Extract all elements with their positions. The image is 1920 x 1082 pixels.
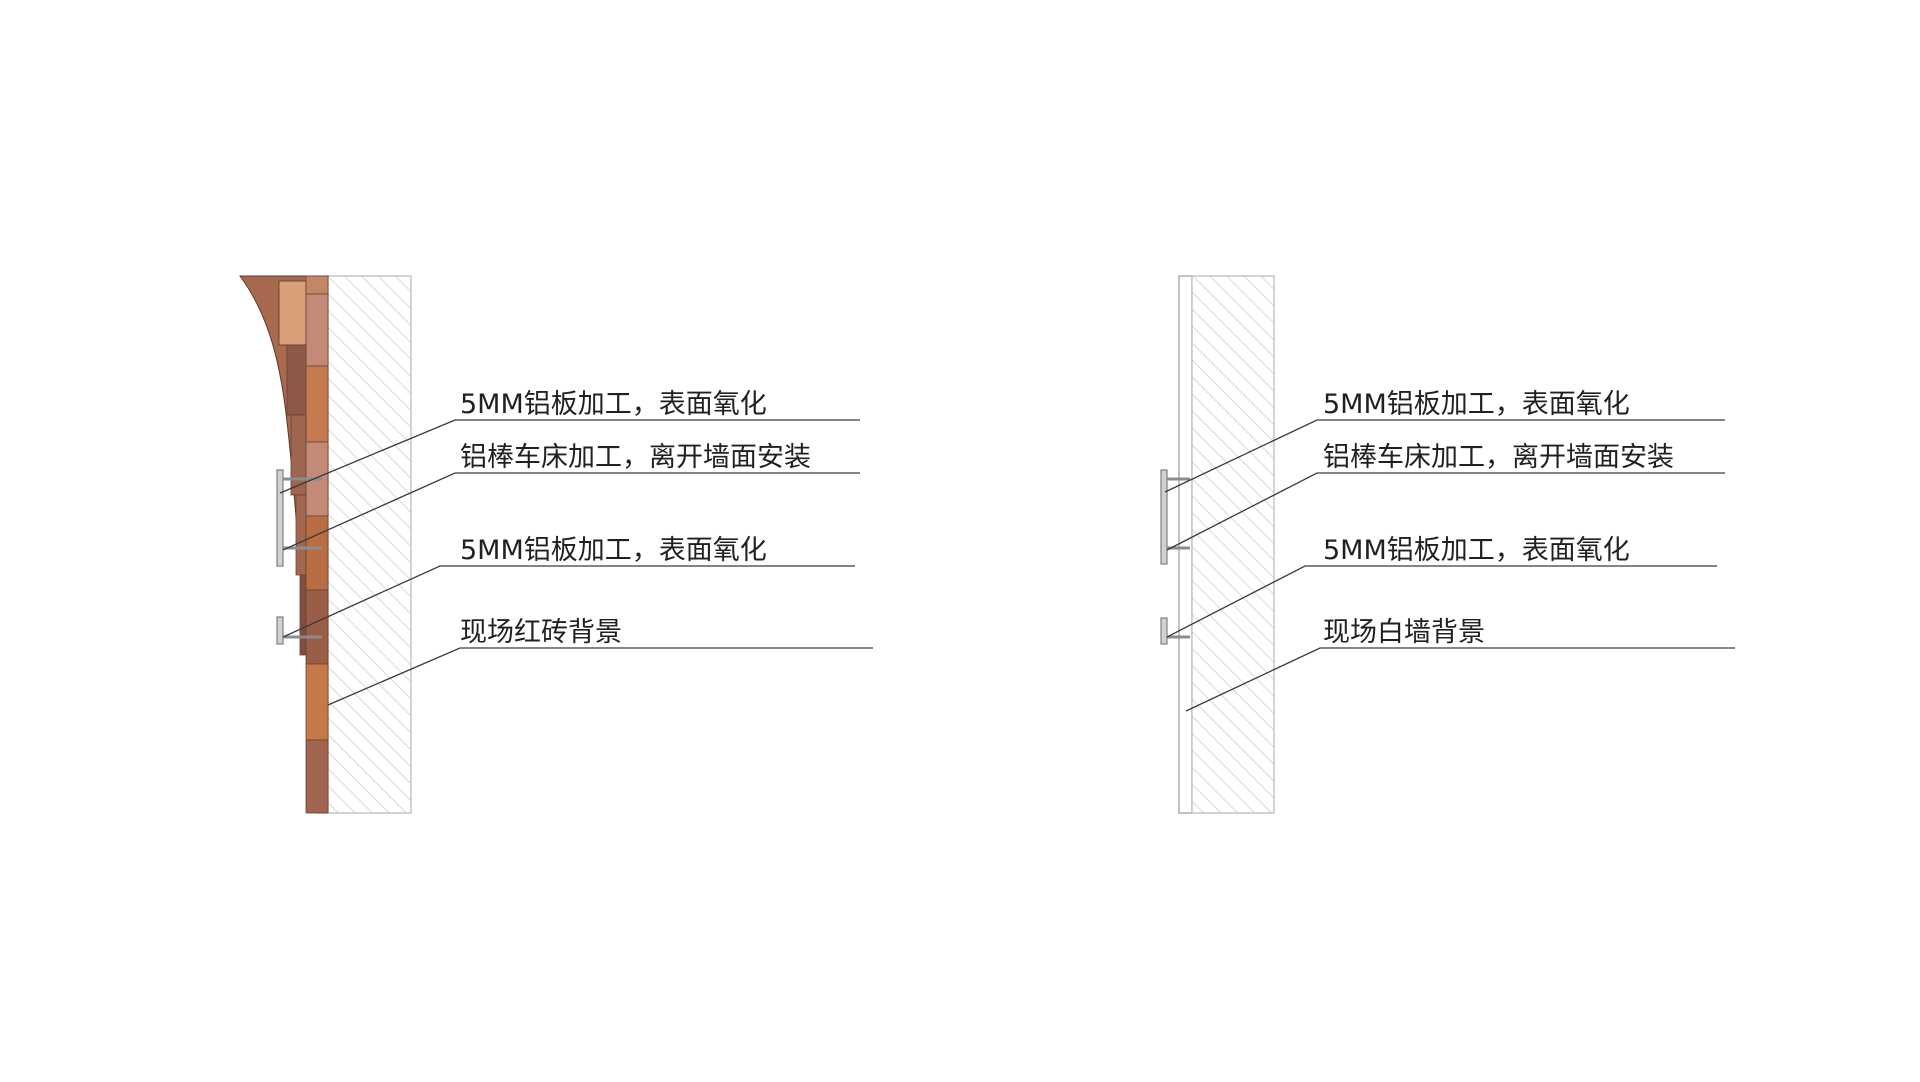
right-section-detail: 5MM铝板加工，表面氧化 铝棒车床加工，离开墙面安装 5MM铝板加工，表面氧化 … xyxy=(1160,275,1735,814)
left-label-aluminum-panel-bottom: 5MM铝板加工，表面氧化 xyxy=(460,535,767,566)
brick xyxy=(305,589,329,665)
brick xyxy=(286,344,307,416)
right-label-aluminum-panel-top: 5MM铝板加工，表面氧化 xyxy=(1323,389,1630,420)
brick xyxy=(305,275,329,295)
red-brick-facade xyxy=(239,275,329,814)
aluminum-panel-upper xyxy=(1160,469,1168,565)
leader-line xyxy=(1164,419,1725,493)
brick xyxy=(305,365,329,443)
left-section-detail: 5MM铝板加工，表面氧化 铝棒车床加工，离开墙面安装 5MM铝板加工，表面氧化 … xyxy=(239,275,873,814)
right-label-white-wall-background: 现场白墙背景 xyxy=(1323,617,1485,648)
brick xyxy=(305,515,329,591)
brick xyxy=(295,494,307,576)
leader-line xyxy=(1185,647,1735,712)
left-labels: 5MM铝板加工，表面氧化 铝棒车床加工，离开墙面安装 5MM铝板加工，表面氧化 … xyxy=(460,389,811,648)
right-label-aluminum-panel-bottom: 5MM铝板加工，表面氧化 xyxy=(1323,535,1630,566)
brick xyxy=(305,663,329,741)
aluminum-panel-upper xyxy=(276,469,284,567)
brick xyxy=(299,574,307,656)
right-label-aluminum-rod: 铝棒车床加工，离开墙面安装 xyxy=(1323,442,1674,473)
brick xyxy=(278,280,307,346)
left-hatched-wall xyxy=(327,275,412,814)
left-label-aluminum-rod: 铝棒车床加工，离开墙面安装 xyxy=(460,442,811,473)
brick xyxy=(305,293,329,367)
brick xyxy=(305,739,329,814)
aluminum-panel-lower xyxy=(1160,617,1168,645)
leader-line xyxy=(279,419,860,494)
left-label-aluminum-panel-top: 5MM铝板加工，表面氧化 xyxy=(460,389,767,420)
leader-line xyxy=(1166,565,1717,638)
right-aluminum-panel-assembly xyxy=(1160,469,1190,645)
leader-line xyxy=(327,647,873,706)
right-labels: 5MM铝板加工，表面氧化 铝棒车床加工，离开墙面安装 5MM铝板加工，表面氧化 … xyxy=(1323,389,1674,648)
white-wall-layer xyxy=(1178,275,1193,814)
leader-line xyxy=(282,472,860,551)
right-hatched-wall xyxy=(1191,275,1275,814)
leader-line xyxy=(282,565,855,638)
leader-line xyxy=(1166,472,1725,551)
right-leader-lines xyxy=(1164,419,1735,712)
left-aluminum-panel-assembly xyxy=(276,469,322,645)
left-leader-lines xyxy=(279,419,873,706)
aluminum-panel-lower xyxy=(276,616,284,645)
left-label-brick-background: 现场红砖背景 xyxy=(460,617,622,648)
